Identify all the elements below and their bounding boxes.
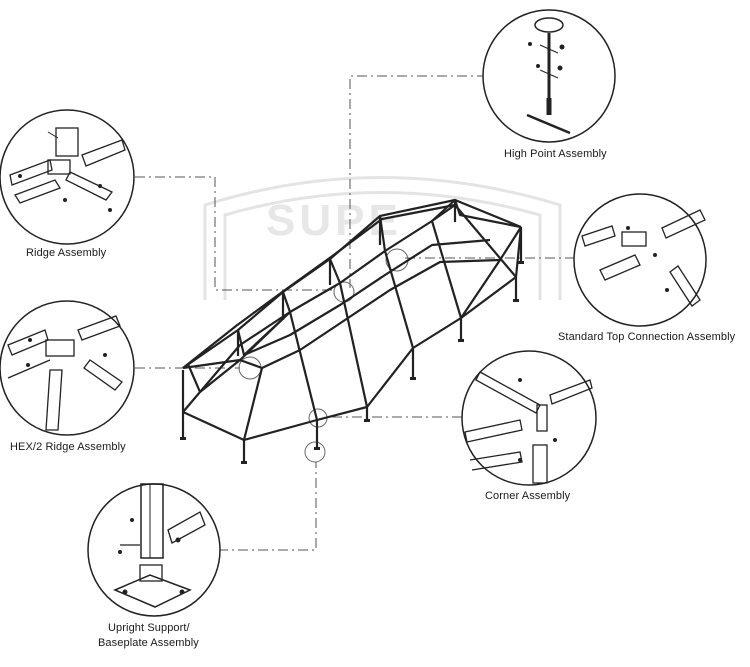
leader-lines — [135, 75, 575, 551]
label-corner: Corner Assembly — [485, 490, 571, 502]
leader-ridge — [135, 176, 335, 291]
indicator-upright — [304, 441, 326, 463]
label-ridge: Ridge Assembly — [26, 247, 107, 259]
indicator-circles — [238, 248, 409, 463]
leader-upright — [218, 462, 317, 551]
leader-high-point — [349, 75, 487, 288]
foot-plates — [180, 261, 524, 464]
label-upright-line2: Baseplate Assembly — [98, 637, 199, 649]
detail-high-point — [482, 9, 616, 143]
tent-frame — [181, 198, 523, 462]
detail-upright — [87, 483, 221, 617]
label-high-point: High Point Assembly — [504, 148, 607, 160]
detail-corner — [461, 350, 597, 486]
detail-ridge — [0, 109, 135, 245]
detail-standard-top — [573, 193, 707, 327]
watermark-outline — [203, 176, 562, 300]
label-hex2-ridge: HEX/2 Ridge Assembly — [10, 441, 126, 453]
label-standard-top: Standard Top Connection Assembly — [558, 331, 736, 343]
detail-hex2 — [0, 300, 135, 436]
label-upright-line1: Upright Support/ — [108, 622, 190, 634]
